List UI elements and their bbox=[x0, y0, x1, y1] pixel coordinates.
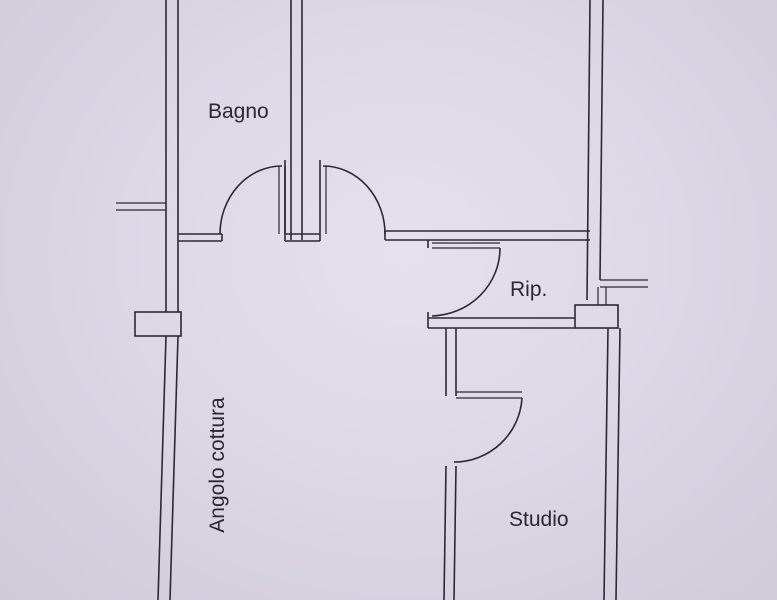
bagno-bottom-wall bbox=[178, 160, 590, 242]
ripostiglio-door bbox=[431, 242, 501, 317]
room-label-angolo-cottura: Angolo cottura bbox=[206, 397, 229, 533]
right-wall-stub bbox=[597, 279, 648, 305]
central-partition bbox=[290, 0, 303, 240]
studio-right-wall bbox=[603, 327, 621, 600]
right-exterior-wall bbox=[586, 0, 604, 301]
studio-door bbox=[453, 391, 523, 463]
room-label-studio: Studio bbox=[509, 508, 569, 531]
left-wall-stub bbox=[116, 202, 166, 211]
bagno-door-right bbox=[322, 165, 386, 235]
left-exterior-wall bbox=[157, 0, 179, 600]
room-label-bagno: Bagno bbox=[208, 100, 269, 123]
ripostiglio-walls bbox=[427, 240, 575, 329]
bagno-door-left bbox=[219, 165, 286, 235]
left-pillar bbox=[134, 311, 182, 337]
studio-left-wall bbox=[443, 328, 457, 600]
room-label-ripostiglio: Rip. bbox=[510, 278, 548, 301]
right-pillar bbox=[574, 304, 619, 329]
